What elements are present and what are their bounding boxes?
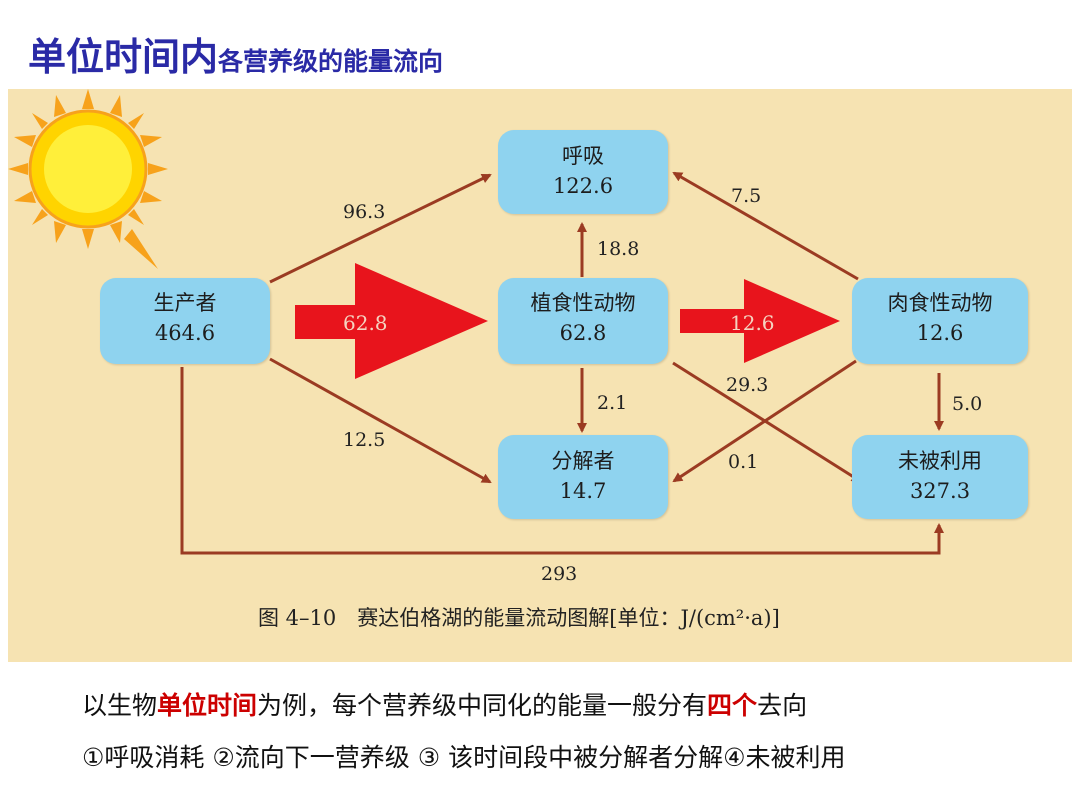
node-carnivore: 肉食性动物 12.6 (852, 278, 1028, 364)
flow-label-producer-herbivore: 62.8 (343, 311, 388, 335)
flow-label-herbivore-decomposer: 2.1 (597, 392, 628, 414)
node-producer-value: 464.6 (154, 321, 216, 345)
note-suffix: 去向 (757, 691, 808, 720)
sun-icon (8, 89, 168, 269)
node-respiration: 呼吸 122.6 (498, 130, 668, 214)
big-arrow-herbivore-to-carnivore (680, 279, 840, 363)
node-producer-name: 生产者 (153, 291, 217, 315)
node-decomposer: 分解者 14.7 (498, 435, 668, 519)
title-sub: 各营养级的能量流向 (218, 47, 444, 76)
node-unused-value: 327.3 (909, 479, 971, 503)
note-highlight-unit-time: 单位时间 (157, 691, 258, 720)
energy-flow-figure: 生产者 464.6 呼吸 122.6 植食性动物 62.8 肉食性动物 12.6… (8, 89, 1072, 662)
flow-label-herbivore-unused: 29.3 (726, 374, 769, 396)
flow-label-producer-unused: 293 (541, 563, 578, 585)
flow-arrows (8, 89, 944, 555)
flow-label-herbivore-carnivore: 12.6 (730, 311, 775, 335)
note-middle: 为例，每个营养级中同化的能量一般分有 (257, 691, 708, 720)
node-carnivore-value: 12.6 (916, 321, 964, 345)
flow-label-herbivore-respiration: 18.8 (597, 238, 640, 260)
note-line-1: 以生物单位时间为例，每个营养级中同化的能量一般分有四个去向 (82, 686, 807, 722)
node-respiration-value: 122.6 (552, 174, 614, 198)
note-highlight-four: 四个 (707, 691, 758, 720)
flow-label-carnivore-respiration: 7.5 (731, 185, 762, 207)
big-arrow-producer-to-herbivore (295, 263, 488, 379)
flow-label-producer-decomposer: 12.5 (343, 429, 386, 451)
slide-title: 单位时间内各营养级的能量流向 (28, 26, 443, 81)
node-unused: 未被利用 327.3 (852, 435, 1028, 519)
node-respiration-name: 呼吸 (562, 144, 604, 168)
node-carnivore-name: 肉食性动物 (887, 291, 993, 315)
flow-label-carnivore-decomposer: 0.1 (728, 451, 759, 473)
title-main: 单位时间内 (28, 35, 219, 79)
node-unused-name: 未被利用 (898, 449, 982, 473)
node-herbivore: 植食性动物 62.8 (498, 278, 668, 364)
node-producer: 生产者 464.6 (100, 278, 270, 364)
node-decomposer-value: 14.7 (559, 479, 607, 503)
flow-label-carnivore-unused: 5.0 (952, 393, 983, 415)
node-herbivore-name: 植食性动物 (530, 291, 636, 315)
flow-label-producer-respiration: 96.3 (343, 201, 386, 223)
node-decomposer-name: 分解者 (551, 449, 615, 473)
node-herbivore-value: 62.8 (559, 321, 607, 345)
figure-caption: 图 4–10 赛达伯格湖的能量流动图解[单位：J/(cm²·a)] (258, 606, 780, 630)
note-prefix: 以生物 (82, 691, 158, 720)
note-line-2: ①呼吸消耗 ②流向下一营养级 ③ 该时间段中被分解者分解④未被利用 (82, 743, 846, 772)
